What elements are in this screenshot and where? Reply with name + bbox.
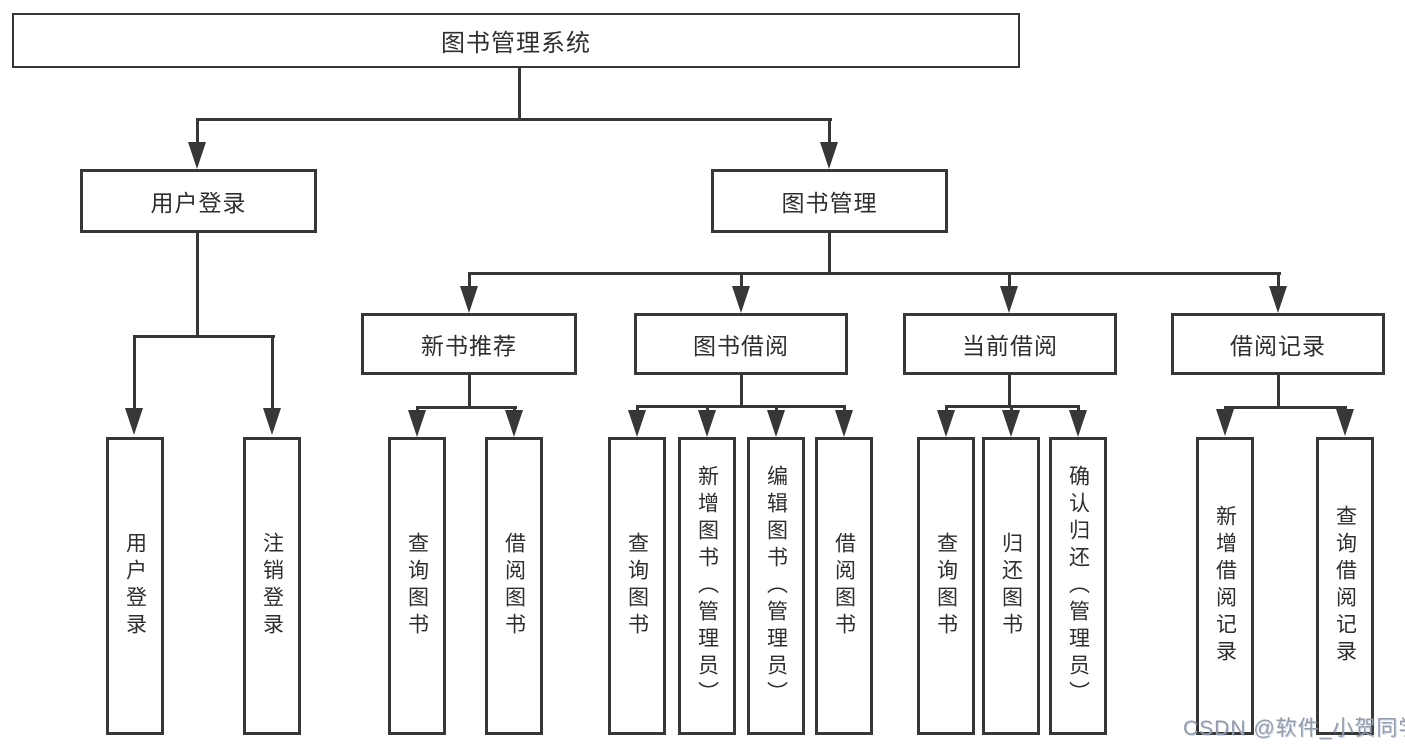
node-book-borrow: 图书借阅: [634, 313, 848, 375]
connector: [1224, 406, 1346, 409]
arrowhead-down: [125, 408, 143, 435]
leaf-borrow-books: 借阅图书: [815, 437, 873, 735]
connector: [1008, 375, 1011, 408]
connector: [1010, 405, 1013, 413]
leaf-logout: 注销登录: [243, 437, 301, 735]
arrowhead-down: [263, 408, 281, 435]
connector: [1344, 406, 1347, 411]
connector: [513, 406, 516, 413]
leaf-label: 用户登录: [123, 532, 147, 640]
arrowhead-down: [732, 286, 750, 313]
connector: [196, 118, 199, 144]
leaf-query-books-recommend: 查询图书: [388, 437, 446, 735]
connector: [636, 405, 846, 408]
node-new-book-recommend: 新书推荐: [361, 313, 577, 375]
connector: [1277, 272, 1280, 287]
arrowhead-down: [1269, 286, 1287, 313]
leaf-edit-books-admin: 编辑图书（管理员）: [747, 437, 805, 735]
leaf-label: 借阅图书: [832, 532, 856, 640]
node-label: 当前借阅: [962, 333, 1058, 359]
leaf-label: 归还图书: [999, 532, 1023, 640]
node-current-borrow: 当前借阅: [903, 313, 1117, 375]
arrowhead-down: [835, 410, 853, 437]
connector: [828, 233, 831, 274]
connector: [740, 375, 743, 408]
connector: [706, 405, 709, 413]
arrowhead-down: [698, 410, 716, 437]
connector: [945, 405, 948, 413]
node-label: 用户登录: [150, 190, 247, 216]
arrowhead-down: [1000, 286, 1018, 313]
arrowhead-down: [1216, 409, 1234, 436]
leaf-borrow-books-recommend: 借阅图书: [485, 437, 543, 735]
connector: [271, 335, 274, 410]
connector: [416, 406, 517, 409]
arrowhead-down: [408, 410, 426, 437]
arrowhead-down: [1002, 410, 1020, 437]
node-label: 图书借阅: [693, 333, 789, 359]
connector: [133, 335, 136, 410]
leaf-label: 新增借阅记录: [1213, 505, 1237, 667]
arrowhead-down: [628, 410, 646, 437]
connector: [468, 375, 471, 409]
leaf-label: 注销登录: [260, 532, 284, 640]
leaf-query-books-borrow: 查询图书: [608, 437, 666, 735]
leaf-add-books-admin: 新增图书（管理员）: [678, 437, 736, 735]
arrowhead-down: [1336, 409, 1354, 436]
connector: [828, 118, 831, 144]
arrowhead-down: [937, 410, 955, 437]
node-user-login: 用户登录: [80, 169, 317, 233]
connector: [775, 405, 778, 413]
connector: [843, 405, 846, 413]
arrowhead-down: [188, 142, 206, 169]
leaf-label: 编辑图书（管理员）: [764, 464, 788, 708]
leaf-label: 查询图书: [405, 532, 429, 640]
leaf-label: 查询图书: [934, 532, 958, 640]
node-label: 图书管理: [781, 190, 878, 216]
leaf-label: 借阅图书: [502, 532, 526, 640]
arrowhead-down: [767, 410, 785, 437]
leaf-add-borrow-record: 新增借阅记录: [1196, 437, 1254, 735]
leaf-user-login: 用户登录: [106, 437, 164, 735]
node-book-management: 图书管理: [711, 169, 948, 233]
connector: [740, 272, 743, 287]
leaf-label: 查询借阅记录: [1333, 505, 1357, 667]
connector: [468, 272, 1281, 275]
connector: [468, 272, 471, 287]
connector: [636, 405, 639, 413]
connector: [196, 118, 832, 121]
connector: [196, 233, 199, 338]
node-label: 借阅记录: [1230, 333, 1326, 359]
connector: [518, 68, 521, 120]
node-library-system: 图书管理系统: [12, 13, 1020, 68]
connector: [1224, 406, 1227, 411]
connector: [1277, 375, 1280, 409]
node-borrow-records: 借阅记录: [1171, 313, 1385, 375]
connector: [1077, 405, 1080, 413]
leaf-return-books: 归还图书: [982, 437, 1040, 735]
csdn-watermark: CSDN @软件_小贺同学: [1183, 717, 1405, 740]
connector: [133, 335, 275, 338]
leaf-query-books-current: 查询图书: [917, 437, 975, 735]
connector: [416, 406, 419, 413]
leaf-label: 确认归还（管理员）: [1066, 464, 1090, 708]
leaf-label: 新增图书（管理员）: [695, 464, 719, 708]
leaf-query-borrow-record: 查询借阅记录: [1316, 437, 1374, 735]
leaf-confirm-return-admin: 确认归还（管理员）: [1049, 437, 1107, 735]
leaf-label: 查询图书: [625, 532, 649, 640]
node-label: 图书管理系统: [441, 30, 591, 57]
node-label: 新书推荐: [421, 333, 517, 359]
arrowhead-down: [1069, 410, 1087, 437]
connector: [1008, 272, 1011, 287]
arrowhead-down: [820, 142, 838, 169]
arrowhead-down: [505, 410, 523, 437]
arrowhead-down: [460, 286, 478, 313]
